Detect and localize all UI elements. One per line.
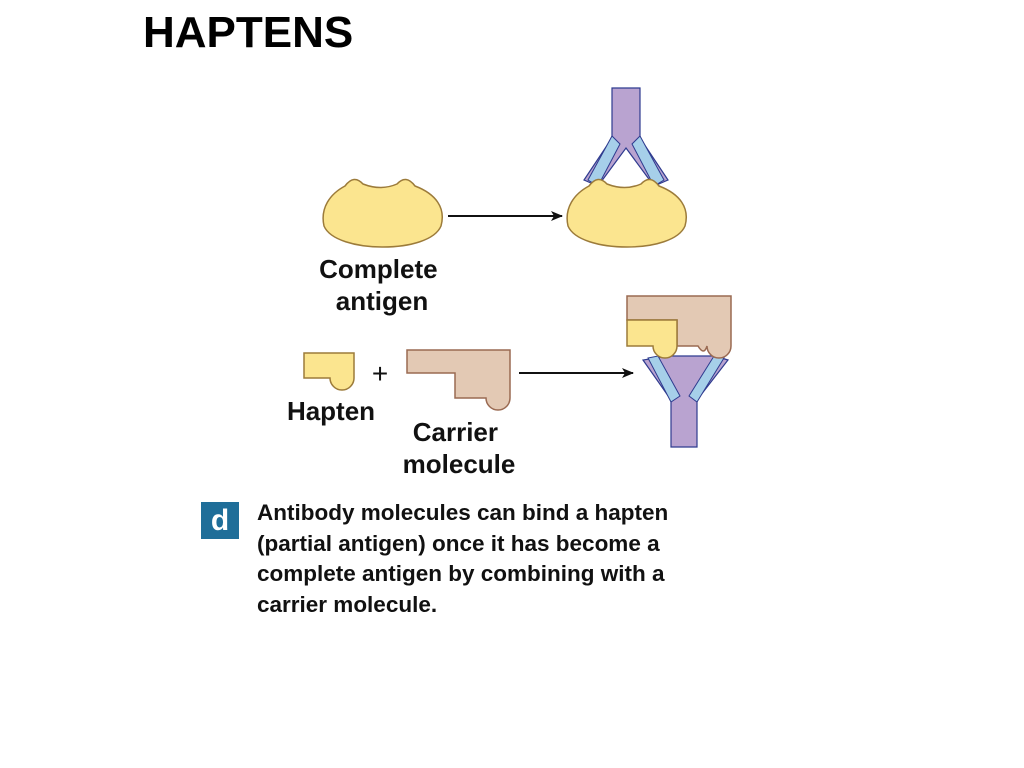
- antibody-light-chain-left: [647, 355, 681, 403]
- carrier-molecule-shape: [406, 349, 511, 411]
- figure-caption: Antibody molecules can bind a hapten (pa…: [257, 500, 669, 617]
- hapten-shape: [303, 352, 355, 391]
- complete-antigen-shape: [322, 178, 443, 248]
- slide-title: HAPTENS: [143, 8, 354, 57]
- antibody-bound-complete-antigen: [566, 87, 687, 248]
- antibody-bound-hapten-carrier: [626, 295, 732, 448]
- carrier-molecule-shape: [626, 295, 732, 359]
- carrier-molecule-label: Carrier molecule: [403, 417, 516, 479]
- hapten-label: Hapten: [287, 396, 375, 426]
- complete-antigen-label: Complete antigen: [319, 254, 445, 316]
- hapten-shape: [626, 319, 678, 359]
- complete-antigen-shape: [566, 178, 687, 248]
- panel-letter-badge: d: [201, 502, 239, 539]
- plus-sign: +: [372, 358, 388, 389]
